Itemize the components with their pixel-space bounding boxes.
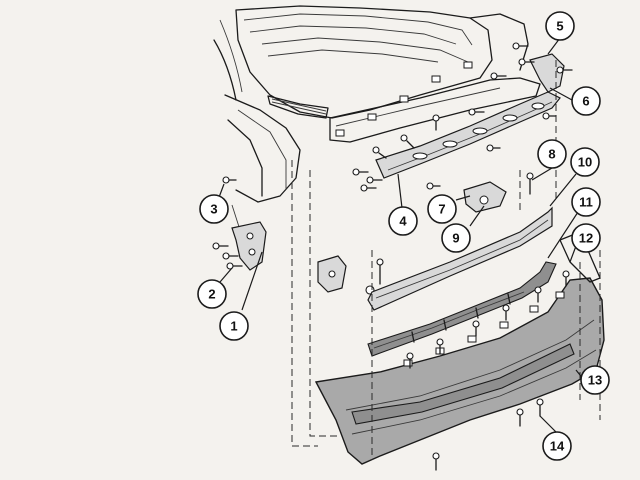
- body-clips: [335, 61, 473, 137]
- callout-5-label: 5: [556, 19, 563, 34]
- callout-3: 3: [199, 194, 229, 224]
- callout-13-label: 13: [588, 373, 602, 388]
- bolts: [212, 42, 573, 471]
- callout-10-label: 10: [578, 155, 592, 170]
- callout-12: 12: [571, 223, 601, 253]
- vehicle-body: [213, 5, 541, 261]
- callout-10: 10: [570, 147, 600, 177]
- side-bracket-left: [231, 221, 267, 271]
- callout-12-label: 12: [579, 231, 593, 246]
- callout-2: 2: [197, 279, 227, 309]
- cover-screws: [406, 270, 570, 369]
- leader-lines: [217, 37, 585, 433]
- callout-5: 5: [545, 11, 575, 41]
- callout-3-label: 3: [210, 202, 217, 217]
- bumper-cover: [314, 231, 605, 465]
- callout-7: 7: [427, 194, 457, 224]
- callout-11: 11: [571, 187, 601, 217]
- callout-8-label: 8: [548, 147, 555, 162]
- callout-2-label: 2: [208, 287, 215, 302]
- callout-7-label: 7: [438, 202, 445, 217]
- callout-8: 8: [537, 139, 567, 169]
- callout-13: 13: [580, 365, 610, 395]
- callout-6: 6: [571, 86, 601, 116]
- callout-9: 9: [441, 223, 471, 253]
- callout-6-label: 6: [582, 94, 589, 109]
- callout-14-label: 14: [550, 439, 565, 454]
- impact-strip: [367, 261, 557, 357]
- callout-4: 4: [388, 206, 418, 236]
- side-bracket-right: [317, 255, 347, 293]
- callout-9-label: 9: [452, 231, 459, 246]
- callout-11-label: 11: [579, 195, 593, 210]
- bracket-center: [463, 181, 507, 213]
- callout-4-label: 4: [399, 214, 407, 229]
- upper-bracket: [375, 53, 565, 179]
- callout-14: 14: [542, 431, 572, 461]
- assembly-lines: [291, 60, 601, 460]
- strip-clips: [411, 293, 511, 343]
- callout-1: 1: [219, 311, 249, 341]
- callout-1-label: 1: [230, 319, 237, 334]
